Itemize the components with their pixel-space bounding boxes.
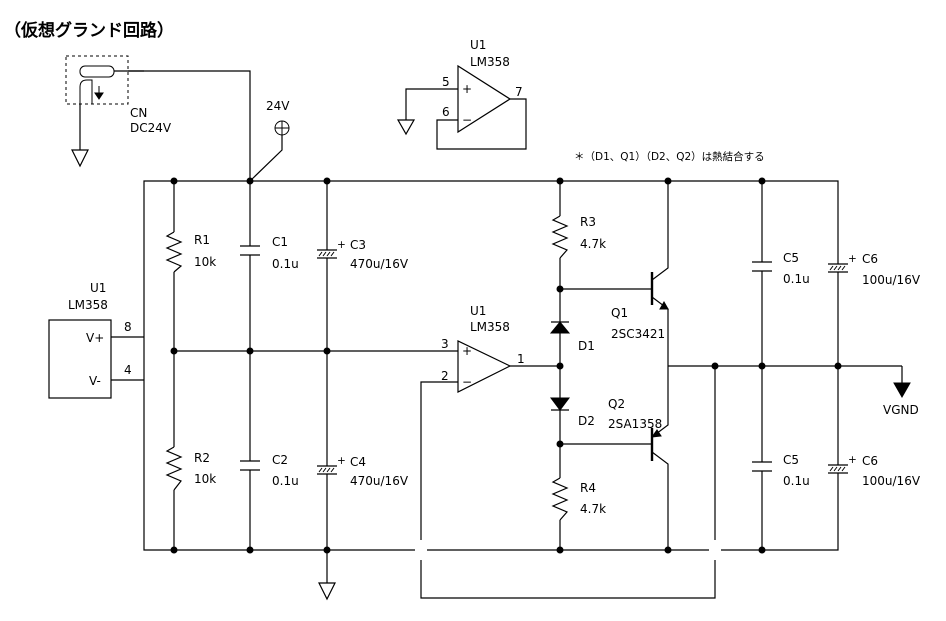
c3-ref: C3 [350,238,366,252]
u1-pin-3: 3 [441,337,449,351]
c5b-value: 0.1u [783,474,810,488]
capacitor-c3 [317,249,337,259]
c2-ref: C2 [272,453,288,467]
d1-ref: D1 [578,339,595,353]
q1-ref: Q1 [611,306,628,320]
resistor-r4 [551,477,569,521]
c5b-ref: C5 [783,453,799,467]
c6a-polarity: + [848,253,857,265]
c3-value: 470u/16V [350,257,409,271]
supply-label: 24V [266,99,290,113]
resistor-r1 [165,231,183,273]
u1-unused-ref: U1 [470,38,486,52]
supply-terminal [249,120,290,182]
r3-ref: R3 [580,215,596,229]
capacitor-c5-lower [752,461,772,472]
diode-d2 [550,397,570,411]
c1-ref: C1 [272,235,288,249]
c4-ref: C4 [350,455,366,469]
connector-value: DC24V [130,121,172,135]
u1a-minus-sign: − [462,375,472,389]
c6a-value: 100u/16V [862,273,921,287]
r2-value: 10k [194,472,216,486]
c6a-ref: C6 [862,252,878,266]
u1-pin-7: 7 [515,85,523,99]
u1-main-part: LM358 [470,320,510,334]
u1a-plus-sign: + [462,344,472,358]
opamp-u1-main [420,340,716,599]
u1-pin-4: 4 [124,363,132,377]
u1-main-ref: U1 [470,304,486,318]
c4-value: 470u/16V [350,474,409,488]
u1-pin-6: 6 [442,105,450,119]
q2-ref: Q2 [608,397,625,411]
c6b-value: 100u/16V [862,474,921,488]
c6b-polarity: + [848,454,857,466]
capacitor-c5-upper [752,261,772,272]
capacitor-c6-upper [828,263,848,273]
dc-jack-connector [65,55,144,168]
r1-value: 10k [194,255,216,269]
u1-power-ref: U1 [90,281,106,295]
q1-value: 2SC3421 [611,327,665,341]
u1-pin-8: 8 [124,320,132,334]
opamp-u1-unused [396,64,527,150]
r2-ref: R2 [194,451,210,465]
vgnd-label: VGND [883,403,919,417]
connector-ref: CN [130,106,147,120]
r3-value: 4.7k [580,237,606,251]
capacitor-c4 [317,465,337,475]
u1-power-part: LM358 [68,298,108,312]
transistor-q2 [560,366,669,550]
u1b-plus-sign: + [462,82,472,96]
transistor-q1 [560,181,669,366]
c2-value: 0.1u [272,474,299,488]
r1-ref: R1 [194,233,210,247]
u1-power-block [48,319,144,399]
capacitor-c6-lower [828,464,848,474]
u1-pin-5: 5 [442,75,450,89]
diode-d1 [549,321,571,334]
capacitor-c1 [240,245,260,256]
capacitor-c2 [240,460,260,471]
u1-unused-part: LM358 [470,55,510,69]
c3-polarity: + [337,239,346,251]
u1-vminus-label: V- [89,374,101,388]
diagram-title: （仮想グランド回路） [4,20,174,41]
junction-dots [170,177,842,554]
thermal-coupling-note: ＊（D1、Q1）（D2、Q2）は熱結合する [574,150,765,163]
d2-ref: D2 [578,414,595,428]
u1-pin-2: 2 [441,369,449,383]
c1-value: 0.1u [272,257,299,271]
c5a-ref: C5 [783,251,799,265]
resistor-r3 [551,215,569,259]
vgnd-output-arrow [893,366,911,399]
u1-vplus-label: V+ [86,331,104,345]
u1b-minus-sign: − [462,113,472,127]
r4-ref: R4 [580,481,596,495]
q2-value: 2SA1358 [608,417,662,431]
supply-rails [143,180,839,551]
resistor-r2 [165,446,183,491]
r4-value: 4.7k [580,502,606,516]
u1-pin-1: 1 [517,352,525,366]
c4-polarity: + [337,455,346,467]
ground-symbol [318,550,336,601]
c6b-ref: C6 [862,454,878,468]
c5a-value: 0.1u [783,272,810,286]
